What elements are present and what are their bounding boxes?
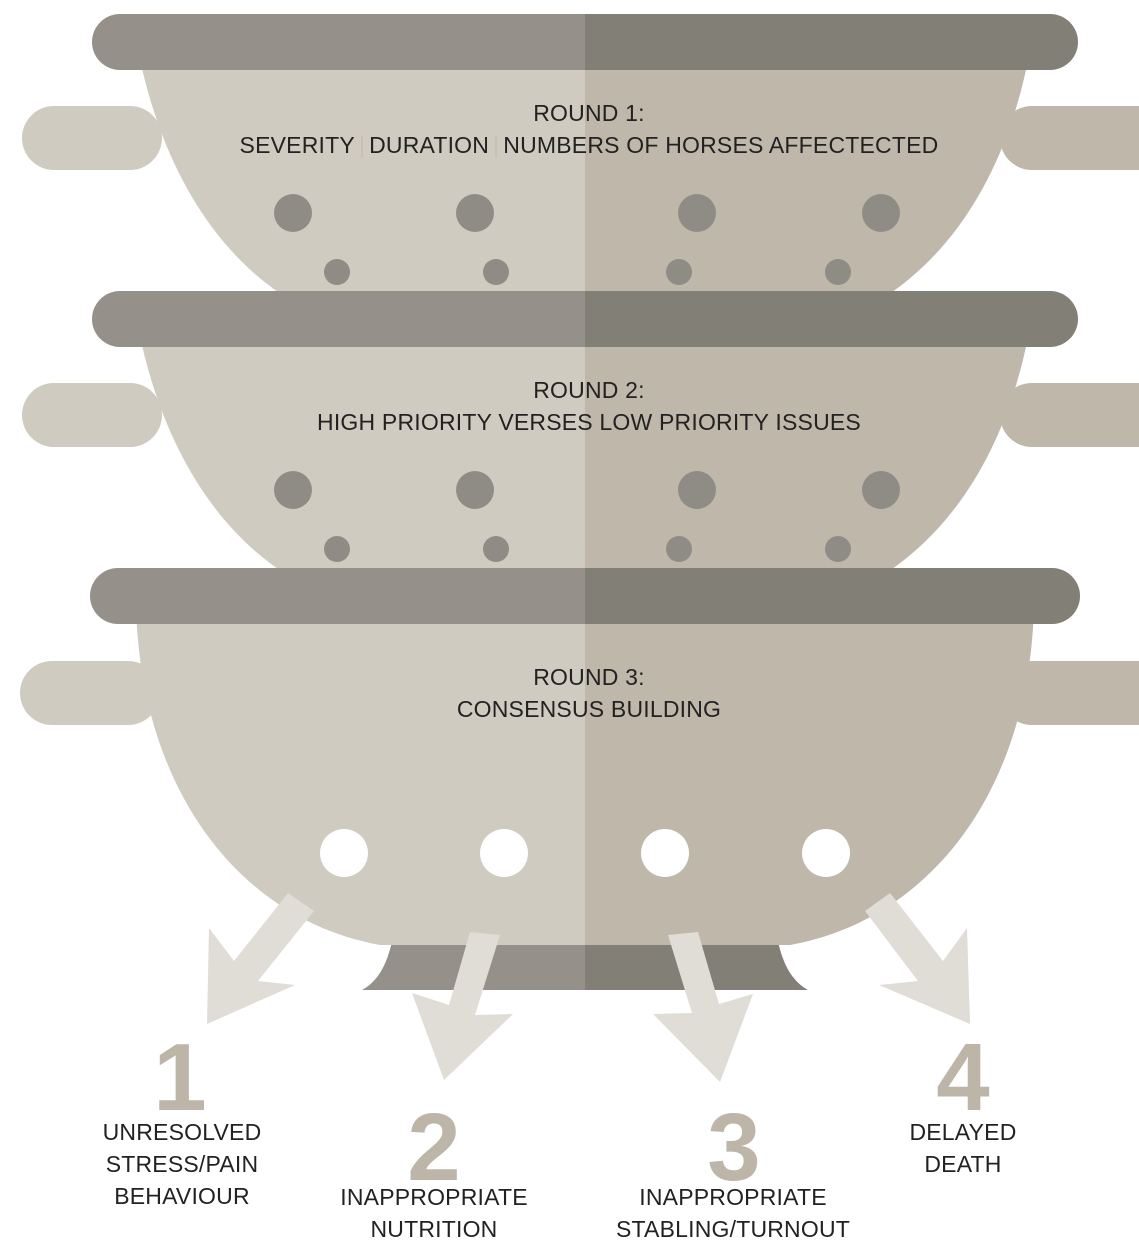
hole-large-1d [862, 194, 900, 232]
outcome-1-line-1: UNRESOLVED [102, 1119, 262, 1145]
outcome-4-line-2: DEATH [924, 1151, 1002, 1177]
outcome-number-3: 3 [707, 1094, 761, 1201]
hole-large-2c [678, 471, 716, 509]
hole-large-2b [456, 471, 494, 509]
bowl-body-right-1 [585, 50, 1030, 300]
outcome-number-1: 1 [153, 1024, 207, 1131]
hole-large-1b [456, 194, 494, 232]
hole-large-1a [274, 194, 312, 232]
rim-left-3 [90, 568, 585, 624]
outcome-3-line-1: INAPPROPRIATE [639, 1184, 827, 1210]
rim-right-3 [585, 568, 1080, 624]
handle-left-3 [20, 661, 160, 725]
rim-left-1 [92, 14, 585, 70]
hole-open-3b [480, 829, 528, 877]
outcome-label-2: INAPPROPRIATE NUTRITION [314, 1181, 554, 1245]
outcome-label-1: UNRESOLVED STRESS/PAIN BEHAVIOUR [62, 1116, 302, 1212]
rim-left-2 [92, 291, 585, 347]
hole-small-1b [483, 259, 509, 285]
outcome-1-line-2: STRESS/PAIN [105, 1151, 259, 1177]
handle-left-1 [22, 106, 162, 170]
bowl-body-left-3 [136, 605, 585, 945]
round-1-label: ROUND 1: SEVERITY|DURATION|NUMBERS OF HO… [120, 97, 1058, 161]
hole-open-3a [320, 829, 368, 877]
outcome-3-line-2: STABLING/TURNOUT [615, 1216, 851, 1242]
bowl-round-2 [22, 291, 1139, 577]
criterion-severity: SEVERITY [239, 132, 355, 158]
outcome-number-2: 2 [407, 1094, 461, 1201]
outcome-4-line-1: DELAYED [909, 1119, 1017, 1145]
round-2-title: ROUND 2: [533, 377, 645, 403]
bowl-body-right-3 [585, 605, 1034, 945]
outcome-arrows [207, 893, 970, 1082]
hole-large-1c [678, 194, 716, 232]
outcome-1-line-3: BEHAVIOUR [114, 1183, 250, 1209]
handle-right-3 [1000, 661, 1139, 725]
handle-left-2 [22, 383, 162, 447]
arrow-3 [653, 932, 753, 1082]
rim-right-1 [585, 14, 1078, 70]
hole-large-2d [862, 471, 900, 509]
outcome-2-line-1: INAPPROPRIATE [340, 1184, 528, 1210]
separator: | [358, 132, 366, 158]
arrow-1 [207, 893, 314, 1024]
round-2-label: ROUND 2: HIGH PRIORITY VERSES LOW PRIORI… [120, 374, 1058, 438]
bowl-body-right-2 [585, 327, 1030, 577]
outcome-label-3: INAPPROPRIATE STABLING/TURNOUT [588, 1181, 878, 1245]
outcome-label-4: DELAYED DEATH [863, 1116, 1063, 1180]
handle-right-2 [1000, 383, 1139, 447]
round-1-title: ROUND 1: [533, 100, 645, 126]
hole-small-2b [483, 536, 509, 562]
criterion-duration: DURATION [369, 132, 490, 158]
hole-open-3c [641, 829, 689, 877]
handle-right-1 [1000, 106, 1139, 170]
bowl-round-1 [22, 14, 1139, 300]
bowl-body-left-1 [138, 50, 585, 300]
hole-small-2c [666, 536, 692, 562]
hole-open-3d [802, 829, 850, 877]
round-1-criteria: SEVERITY|DURATION|NUMBERS OF HORSES AFFE… [120, 129, 1058, 161]
outcome-number-4: 4 [936, 1024, 990, 1131]
round-3-label: ROUND 3: CONSENSUS BUILDING [120, 661, 1058, 725]
hole-small-2d [825, 536, 851, 562]
separator: | [493, 132, 500, 158]
hole-small-1a [324, 259, 350, 285]
bowl-body-left-2 [138, 327, 585, 577]
hole-small-1d [825, 259, 851, 285]
arrow-2 [412, 932, 513, 1080]
arrow-4 [865, 893, 970, 1024]
hole-large-2a [274, 471, 312, 509]
criterion-numbers: NUMBERS OF HORSES AFFECTECTED [503, 132, 939, 158]
round-3-subtitle: CONSENSUS BUILDING [456, 696, 722, 722]
round-3-title: ROUND 3: [533, 664, 645, 690]
round-2-subtitle: HIGH PRIORITY VERSES LOW PRIORITY ISSUES [317, 409, 861, 435]
hole-small-1c [666, 259, 692, 285]
outcome-2-line-2: NUTRITION [370, 1216, 498, 1242]
bowl-round-3 [20, 568, 1139, 990]
rim-right-2 [585, 291, 1078, 347]
hole-small-2a [324, 536, 350, 562]
